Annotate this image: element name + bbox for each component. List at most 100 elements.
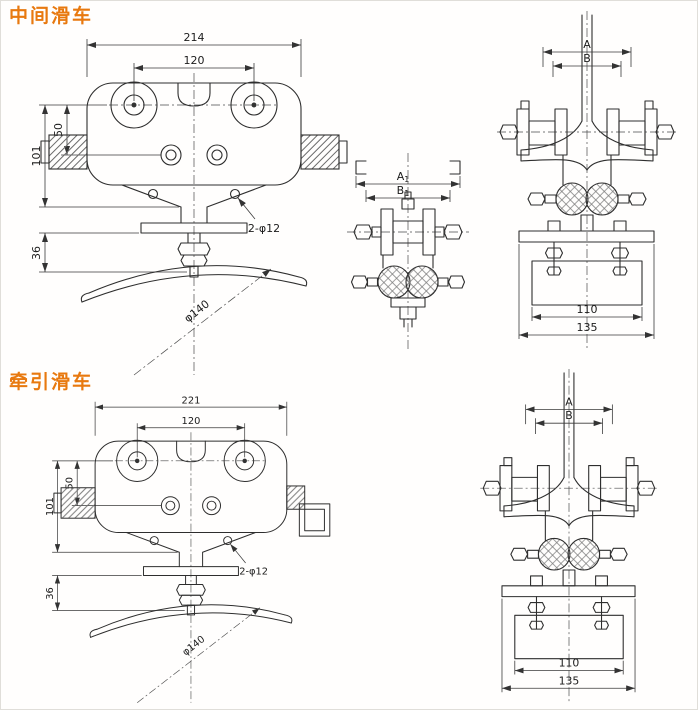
wheel-left [116, 439, 159, 482]
mount-hole-right [223, 536, 233, 546]
dim-lower-section-label: 36 [45, 587, 56, 600]
holes-callout-label: 2-φ12 [248, 222, 280, 235]
trolley-body [53, 439, 331, 616]
dim-lower-section: 36 [45, 575, 185, 611]
axle-nut-left [482, 480, 502, 496]
center-bolt-right [202, 496, 222, 516]
dim-box-width: 110 [514, 657, 624, 675]
dim-a: A [542, 38, 632, 67]
mount-hole-left [149, 536, 159, 546]
roller-bolt-right [447, 275, 466, 289]
dim-body-height: 101 [45, 460, 178, 553]
dim-lower-section: 36 [30, 232, 187, 273]
dim-body-height: 101 [30, 105, 179, 208]
bottom-bracket [390, 297, 426, 328]
mounting-plate [518, 220, 655, 243]
roller-left [555, 182, 589, 216]
roller-right [567, 537, 601, 571]
saddle-diameter-label: φ140 [182, 297, 212, 325]
dim-wheel-spacing-label: 120 [182, 416, 201, 427]
cable-rollers [510, 537, 628, 571]
adjust-knob-left [40, 134, 88, 170]
cable-rollers [350, 254, 466, 299]
section-title-traction-trolley: 牵引滑车 [9, 371, 94, 393]
trolley-body [40, 81, 348, 278]
gusset-plate [125, 532, 256, 568]
roller-bolt-left [510, 547, 529, 561]
adjust-knob-left [53, 487, 96, 519]
roller-bolt-right [609, 547, 628, 561]
saddle [89, 604, 293, 638]
roller-left [537, 537, 571, 571]
dim-body-height-label: 101 [45, 497, 56, 516]
side-view-compact-middle: A1 B1 [347, 153, 469, 351]
dim-wheel-to-bolt-label: 50 [52, 123, 65, 137]
dim-overall-width-label: 214 [184, 31, 205, 44]
dim-a1-label: A1 [397, 170, 410, 184]
holes-callout: 2-φ12 [237, 197, 280, 235]
section-title-middle-trolley: 中间滑车 [9, 5, 94, 27]
roller-left [377, 265, 411, 299]
dim-overall-width: 214 [86, 31, 302, 77]
dim-a: A [525, 395, 613, 425]
saddle [80, 265, 308, 303]
gusset-plate [121, 184, 267, 224]
cable-box [514, 614, 624, 660]
mounting-plate [501, 575, 636, 598]
dim-plate-width-label: 135 [559, 674, 580, 687]
holes-callout-label: 2-φ12 [239, 567, 268, 578]
wheel-left [110, 81, 158, 129]
dim-b: B [552, 52, 622, 77]
dim-b-label: B [583, 52, 591, 65]
cable-box [531, 260, 643, 306]
dim-box-width-label: 110 [577, 303, 598, 316]
dim-plate-width: 135 [501, 598, 636, 693]
hanger-bolts [544, 241, 630, 262]
front-view-traction: 221 120 50 101 36 [45, 396, 331, 703]
saddle-diameter-label: φ140 [181, 634, 208, 658]
holes-callout: 2-φ12 [230, 543, 268, 578]
roller-bolt-right [628, 192, 647, 206]
dim-a-label: A [565, 395, 573, 408]
axle-nut-left [499, 124, 519, 140]
dim-b: B [535, 409, 603, 435]
axle-nut-right [636, 480, 656, 496]
saddle-diameter-callout: φ140 [133, 268, 272, 376]
side-view-rail-traction: A B [480, 368, 658, 705]
dim-body-height-label: 101 [30, 146, 43, 167]
dim-overall-width-label: 221 [182, 396, 201, 407]
dim-plate-width: 135 [518, 244, 655, 339]
dim-b-label: B [565, 409, 572, 422]
wheel-right [230, 81, 278, 129]
axle-nut-left [353, 224, 373, 240]
dim-b1: B1 [365, 184, 451, 202]
side-view-rail-middle: A B [497, 11, 677, 351]
roller-bolt-left [350, 275, 369, 289]
wheel-right [223, 439, 266, 482]
dim-box-width-label: 110 [559, 657, 580, 670]
dim-lower-section-label: 36 [30, 246, 43, 260]
hanger-bolts [527, 596, 611, 616]
adjust-knob-right [300, 134, 348, 170]
center-bolt-left [160, 144, 182, 166]
dim-a-label: A [583, 38, 591, 51]
guide-wheel [347, 191, 469, 256]
dim-wheel-to-bolt-label: 50 [65, 477, 76, 490]
front-view-middle: 214 120 50 101 36 [30, 31, 348, 376]
dim-overall-width: 221 [94, 396, 288, 436]
center-bolt-right [206, 144, 228, 166]
center-bolt-left [160, 496, 180, 516]
mount-hole-right [229, 188, 241, 200]
roller-bolt-left [527, 192, 546, 206]
roller-right [405, 265, 439, 299]
dim-plate-width-label: 135 [577, 321, 598, 334]
dim-b1-label: B1 [397, 184, 410, 198]
trolley-wheels [480, 457, 658, 512]
mount-hole-left [147, 188, 159, 200]
saddle-diameter-callout: φ140 [137, 607, 261, 703]
axle-nut-right [655, 124, 675, 140]
dim-wheel-spacing-label: 120 [184, 54, 205, 67]
cable-rollers [527, 182, 647, 216]
tow-bracket [286, 485, 331, 537]
